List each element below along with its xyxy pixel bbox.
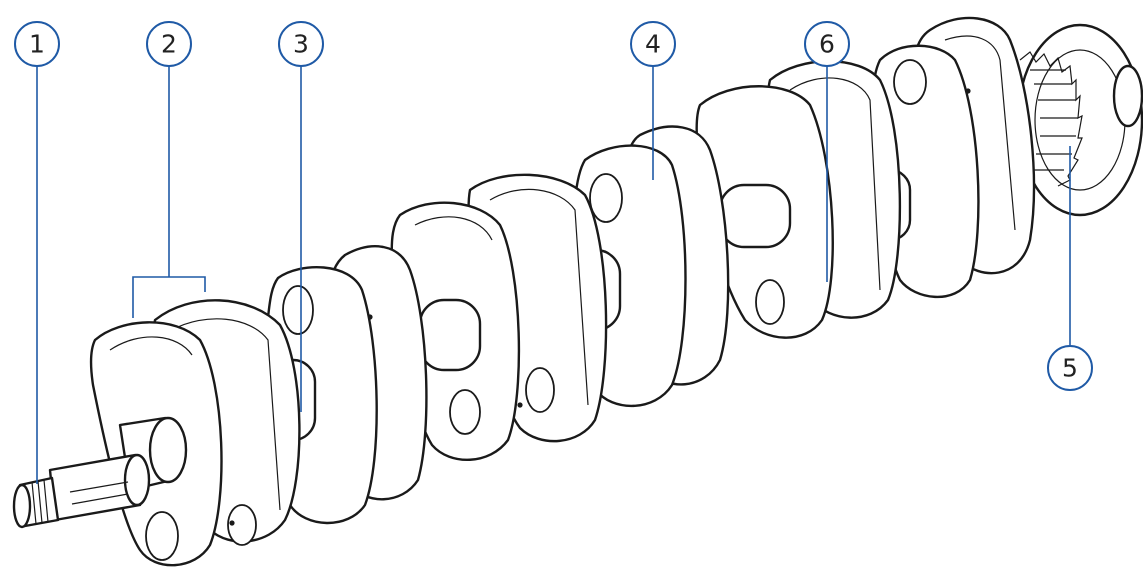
svg-text:4: 4 xyxy=(645,30,661,59)
svg-text:1: 1 xyxy=(29,30,45,59)
callout-4: 4 xyxy=(631,22,675,66)
rear-flange xyxy=(1018,25,1142,215)
callout-2: 2 xyxy=(147,22,191,66)
svg-text:6: 6 xyxy=(819,30,835,59)
crank-pin-3 xyxy=(720,185,790,247)
svg-text:3: 3 xyxy=(293,30,309,59)
svg-text:2: 2 xyxy=(161,30,177,59)
callout-6: 6 xyxy=(805,22,849,66)
svg-text:5: 5 xyxy=(1062,354,1078,383)
callout-1: 1 xyxy=(15,22,59,66)
callout-3: 3 xyxy=(279,22,323,66)
callout-5: 5 xyxy=(1048,346,1092,390)
crank-pin-2 xyxy=(420,300,480,370)
